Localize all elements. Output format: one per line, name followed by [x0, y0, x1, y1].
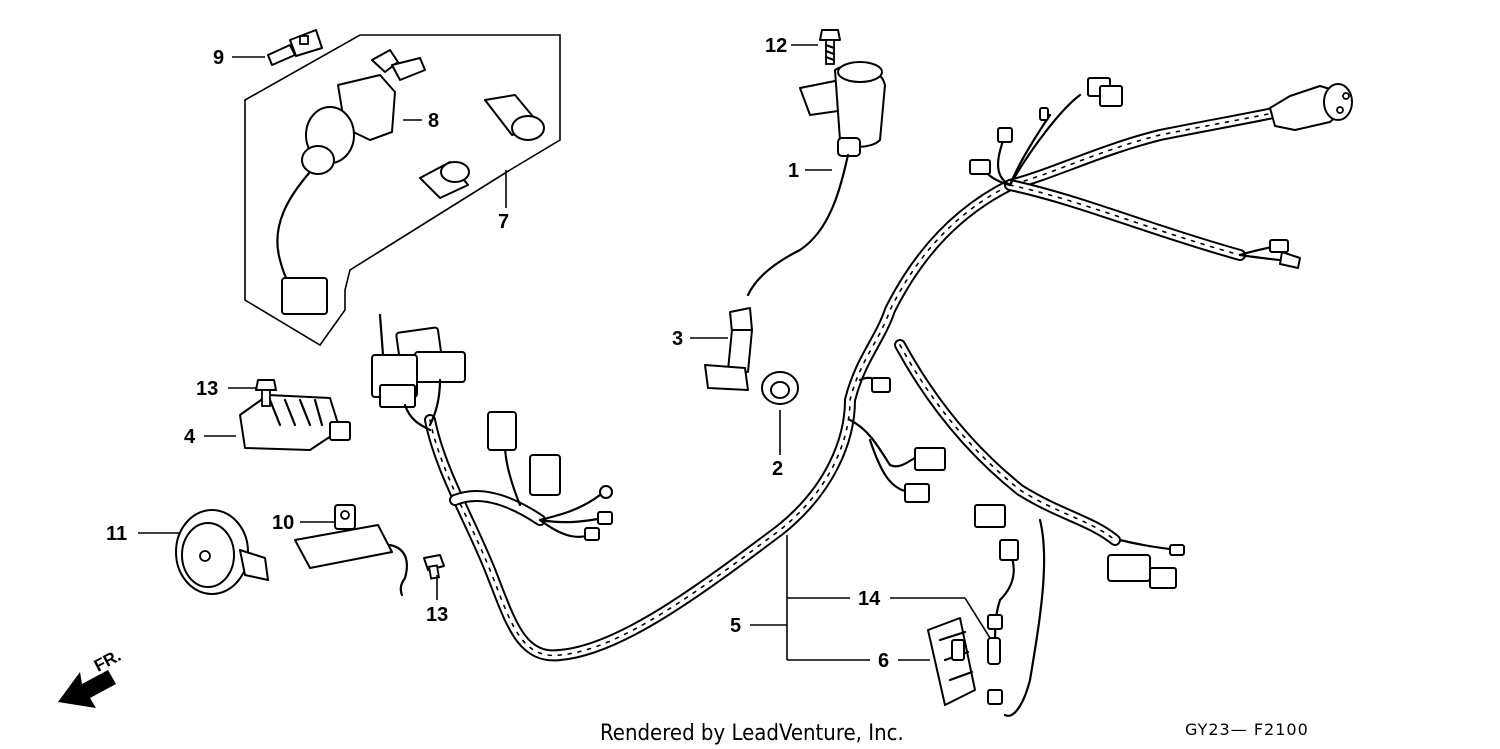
grommet: [761, 371, 799, 405]
callout-14: 14: [858, 588, 881, 610]
fuse: [987, 637, 1001, 665]
callout-8: 8: [428, 110, 439, 132]
leader-lines: [138, 44, 991, 661]
callout-7: 7: [498, 211, 509, 233]
footer-credit: Rendered by LeadVenture, Inc.: [600, 721, 904, 746]
harness-connectors-left: [371, 313, 613, 541]
relay: [294, 504, 408, 597]
bolt-13-upper: [255, 379, 277, 407]
horn: [175, 509, 269, 595]
harness-bracket: [750, 535, 870, 661]
callout-3: 3: [672, 328, 683, 350]
callout-6: 6: [878, 650, 889, 672]
bolt-13-lower: [423, 554, 445, 580]
diagram-code: GY23— F2100: [1185, 720, 1309, 739]
spark-plug-cap: [704, 307, 753, 391]
front-arrow-icon: [58, 670, 116, 708]
callout-12: 12: [765, 35, 787, 57]
callout-13-upper: 13: [196, 378, 218, 400]
callout-labels: 9 8 7 12 1 3 2 13 4 11 10 13 14 5 6: [106, 35, 889, 672]
bolt-12: [819, 29, 841, 65]
callout-9: 9: [213, 47, 224, 69]
key: [267, 29, 323, 66]
callout-2: 2: [772, 458, 783, 480]
callout-1: 1: [788, 160, 799, 182]
key-set-kit: [244, 34, 561, 347]
harness-connectors-right: [871, 77, 1301, 705]
regulator-rectifier: [239, 394, 351, 451]
callout-4: 4: [184, 426, 196, 448]
front-direction-indicator: FR.: [58, 646, 124, 708]
callout-11: 11: [106, 523, 127, 545]
callout-10: 10: [272, 512, 294, 534]
fuse-box: [927, 617, 976, 706]
callout-13-lower: 13: [426, 604, 448, 626]
main-switch-connector: [1269, 83, 1353, 131]
callout-5: 5: [730, 615, 741, 637]
wire-harness: [424, 93, 1297, 717]
direction-label: FR.: [91, 646, 124, 676]
ignition-coil: [746, 61, 886, 297]
